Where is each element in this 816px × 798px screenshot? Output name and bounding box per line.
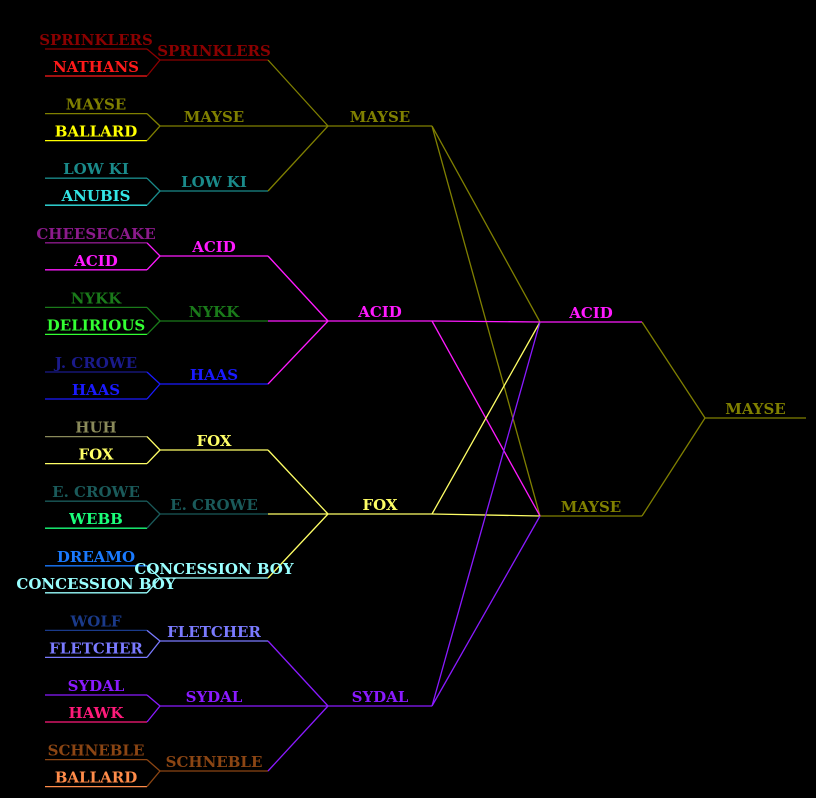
round-2-entry-label: FLETCHER [167, 623, 261, 641]
bracket-connector [431, 321, 541, 515]
bracket-connector [146, 640, 161, 658]
bracket-connector [146, 125, 161, 142]
round-1-entry-label: HAWK [69, 704, 125, 722]
round-1-entry-label: WOLF [69, 612, 121, 630]
round-1-entry-label: ACID [73, 252, 118, 270]
bracket-connector [267, 125, 329, 192]
round-1-entry-label: SPRINKLERS [39, 31, 153, 49]
round-1-entry-label: DELIRIOUS [47, 316, 145, 334]
bracket-connector [146, 113, 161, 127]
round-1-entry-label: BALLARD [55, 769, 138, 787]
round-1-entry-label: ANUBIS [61, 187, 131, 205]
bracket-connector [146, 371, 161, 385]
bracket-connector [146, 565, 161, 579]
bracket-connector [146, 48, 161, 61]
bracket-connector [267, 320, 329, 385]
bracket-connector [267, 513, 329, 579]
bracket-connector [146, 770, 161, 788]
round-2-entry-label: SCHNEBLE [166, 753, 263, 771]
bracket-connector [267, 449, 329, 515]
bracket-connector [267, 255, 329, 322]
round-1-entry-label: HAAS [72, 381, 120, 399]
round-1-entry-label: FOX [78, 446, 113, 464]
round-2-entry-label: SPRINKLERS [157, 42, 271, 60]
connector-lines [45, 48, 806, 788]
bracket-connector [146, 190, 161, 206]
bracket-connector [146, 513, 161, 529]
bracket-connector [431, 320, 541, 323]
bracket-connector [146, 255, 161, 271]
bracket-connector [146, 705, 161, 723]
round-1-entry-label: CONCESSION BOY [16, 575, 175, 593]
round-1-entry-label: DREAMO [57, 548, 135, 566]
bracket-connector [146, 242, 161, 257]
round-1-entry-label: E. CROWE [52, 483, 140, 501]
round-1-entry-label: SYDAL [68, 677, 125, 695]
bracket-connector [431, 515, 541, 707]
bracket-connector [641, 417, 706, 517]
bracket-connector [146, 694, 161, 707]
bracket-connector [146, 577, 161, 594]
round-2-entry-label: SYDAL [186, 688, 243, 706]
bracket-connector [146, 629, 161, 642]
round-3-entry-label: FOX [362, 496, 397, 514]
round-2-entry-label: CONCESSION BOY [134, 560, 293, 578]
round-1-entry-label: CHEESECAKE [36, 225, 155, 243]
round-2-entry-label: HAAS [190, 366, 238, 384]
round-3-entry-label: MAYSE [350, 108, 410, 126]
bracket-connector [146, 177, 161, 192]
round-3-entry-label: SYDAL [352, 688, 409, 706]
bracket-connector [431, 125, 541, 323]
bracket-connector [146, 59, 161, 77]
round-1-entry-label: FLETCHER [49, 639, 143, 657]
round-1-entry-label: WEBB [68, 510, 123, 528]
round-1-entry-label: J. CROWE [53, 354, 137, 372]
bracket-connector [641, 321, 706, 419]
round-2-entry-label: LOW KI [181, 173, 247, 191]
round-1-entry-label: HUH [75, 419, 116, 437]
bracket-connector [146, 320, 161, 335]
bracket-connector [146, 759, 161, 772]
round-3-entry-label: ACID [357, 303, 402, 321]
round-4-entry-label: ACID [568, 304, 613, 322]
round-1-entry-label: SCHNEBLE [48, 742, 145, 760]
bracket-connector [146, 306, 161, 322]
round-2-entry-label: E. CROWE [170, 496, 258, 514]
bracket-entries: SPRINKLERS NATHANS MAYSE BALLARD LOW KI ANUBI… [16, 31, 785, 787]
round-2-entry-label: FOX [196, 432, 231, 450]
round-1-entry-label: MAYSE [66, 96, 126, 114]
bracket-connector [146, 449, 161, 465]
round-2-entry-label: ACID [191, 238, 236, 256]
bracket-connector [146, 500, 161, 515]
bracket-connector [267, 59, 329, 127]
bracket-connector [146, 436, 161, 451]
bracket-connector [431, 321, 541, 707]
round-4-entry-label: MAYSE [561, 498, 621, 516]
final-entry-label: MAYSE [725, 400, 785, 418]
round-1-entry-label: NYKK [71, 289, 122, 307]
round-2-entry-label: MAYSE [184, 108, 244, 126]
bracket-connector [146, 383, 161, 400]
round-2-entry-label: NYKK [189, 303, 240, 321]
bracket-connector [267, 640, 329, 707]
round-1-entry-label: NATHANS [53, 58, 139, 76]
bracket-connector [267, 705, 329, 772]
round-1-entry-label: BALLARD [55, 123, 138, 141]
round-1-entry-label: LOW KI [63, 160, 129, 178]
